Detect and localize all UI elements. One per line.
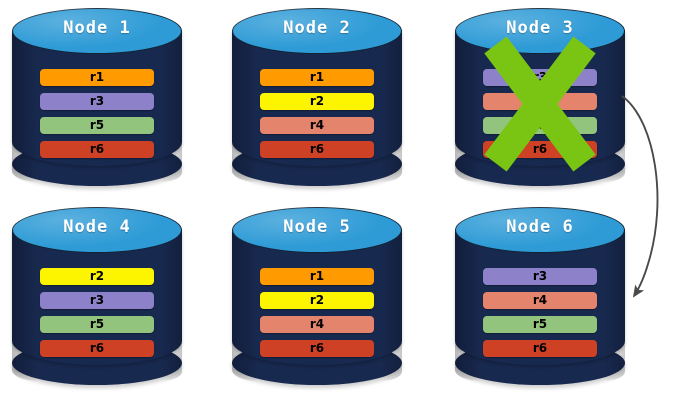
replica-row[interactable]: r4 bbox=[483, 93, 597, 110]
replica-row[interactable]: r1 bbox=[260, 69, 374, 86]
cylinder-top-ellipse bbox=[232, 207, 402, 253]
replica-label: r3 bbox=[89, 293, 105, 307]
replica-row[interactable]: r5 bbox=[483, 117, 597, 134]
replica-list: r1 r2 r4 r6 bbox=[260, 69, 374, 165]
node-cylinder-2[interactable]: Node 2 r1 r2 r4 r6 bbox=[232, 8, 402, 188]
replica-row[interactable]: r4 bbox=[260, 316, 374, 333]
replica-row[interactable]: r1 bbox=[40, 69, 154, 86]
replica-row[interactable]: r2 bbox=[260, 292, 374, 309]
replica-label: r6 bbox=[309, 341, 325, 355]
cylinder-top-ellipse bbox=[12, 8, 182, 54]
replica-row[interactable]: r6 bbox=[260, 340, 374, 357]
replica-list: r2 r3 r5 r6 bbox=[40, 268, 154, 364]
replica-row[interactable]: r4 bbox=[260, 117, 374, 134]
replica-row[interactable]: r2 bbox=[260, 93, 374, 110]
replica-label: r5 bbox=[89, 317, 105, 331]
replica-row[interactable]: r3 bbox=[483, 69, 597, 86]
node-cylinder-4[interactable]: Node 4 r2 r3 r5 r6 bbox=[12, 207, 182, 387]
replica-label: r3 bbox=[532, 70, 548, 84]
cylinder-top-ellipse bbox=[455, 207, 625, 253]
replica-row[interactable]: r4 bbox=[483, 292, 597, 309]
replica-label: r4 bbox=[532, 94, 548, 108]
cylinder-top-ellipse bbox=[12, 207, 182, 253]
replica-list: r1 r2 r4 r6 bbox=[260, 268, 374, 364]
replica-label: r3 bbox=[532, 269, 548, 283]
node-title: Node 3 bbox=[506, 18, 574, 38]
replica-list: r1 r3 r5 r6 bbox=[40, 69, 154, 165]
replica-label: r1 bbox=[309, 269, 325, 283]
replica-list: r3 r4 r5 r6 bbox=[483, 268, 597, 364]
replica-label: r6 bbox=[532, 142, 548, 156]
replica-label: r6 bbox=[89, 142, 105, 156]
replica-row[interactable]: r5 bbox=[483, 316, 597, 333]
replica-row[interactable]: r6 bbox=[40, 141, 154, 158]
node-title: Node 6 bbox=[506, 217, 574, 237]
failover-arrow-path bbox=[621, 95, 659, 298]
replica-row[interactable]: r3 bbox=[40, 93, 154, 110]
node-title: Node 4 bbox=[63, 217, 131, 237]
node-cylinder-1[interactable]: Node 1 r1 r3 r5 r6 bbox=[12, 8, 182, 188]
replica-label: r4 bbox=[309, 317, 325, 331]
replica-label: r6 bbox=[309, 142, 325, 156]
replica-label: r2 bbox=[309, 293, 325, 307]
replica-label: r2 bbox=[309, 94, 325, 108]
replica-row[interactable]: r6 bbox=[40, 340, 154, 357]
replica-row[interactable]: r3 bbox=[40, 292, 154, 309]
replica-label: r5 bbox=[532, 317, 548, 331]
replica-label: r3 bbox=[89, 94, 105, 108]
replica-row[interactable]: r3 bbox=[483, 268, 597, 285]
node-title: Node 5 bbox=[283, 217, 351, 237]
replica-label: r6 bbox=[532, 341, 548, 355]
replica-label: r5 bbox=[532, 118, 548, 132]
node-cylinder-3[interactable]: Node 3 r3 r4 r5 r6 bbox=[455, 8, 625, 188]
replica-row[interactable]: r1 bbox=[260, 268, 374, 285]
replica-row[interactable]: r6 bbox=[483, 340, 597, 357]
replica-row[interactable]: r5 bbox=[40, 117, 154, 134]
replica-row[interactable]: r5 bbox=[40, 316, 154, 333]
node-title: Node 2 bbox=[283, 18, 351, 38]
replica-list: r3 r4 r5 r6 bbox=[483, 69, 597, 165]
replica-label: r1 bbox=[89, 70, 105, 84]
replica-row[interactable]: r2 bbox=[40, 268, 154, 285]
replica-label: r2 bbox=[89, 269, 105, 283]
replica-row[interactable]: r6 bbox=[483, 141, 597, 158]
node-title: Node 1 bbox=[63, 18, 131, 38]
cylinder-top-ellipse bbox=[232, 8, 402, 54]
replica-label: r1 bbox=[309, 70, 325, 84]
node-cylinder-6[interactable]: Node 6 r3 r4 r5 r6 bbox=[455, 207, 625, 387]
replica-label: r4 bbox=[309, 118, 325, 132]
node-cylinder-5[interactable]: Node 5 r1 r2 r4 r6 bbox=[232, 207, 402, 387]
replica-label: r4 bbox=[532, 293, 548, 307]
replica-row[interactable]: r6 bbox=[260, 141, 374, 158]
replica-label: r6 bbox=[89, 341, 105, 355]
replica-label: r5 bbox=[89, 118, 105, 132]
